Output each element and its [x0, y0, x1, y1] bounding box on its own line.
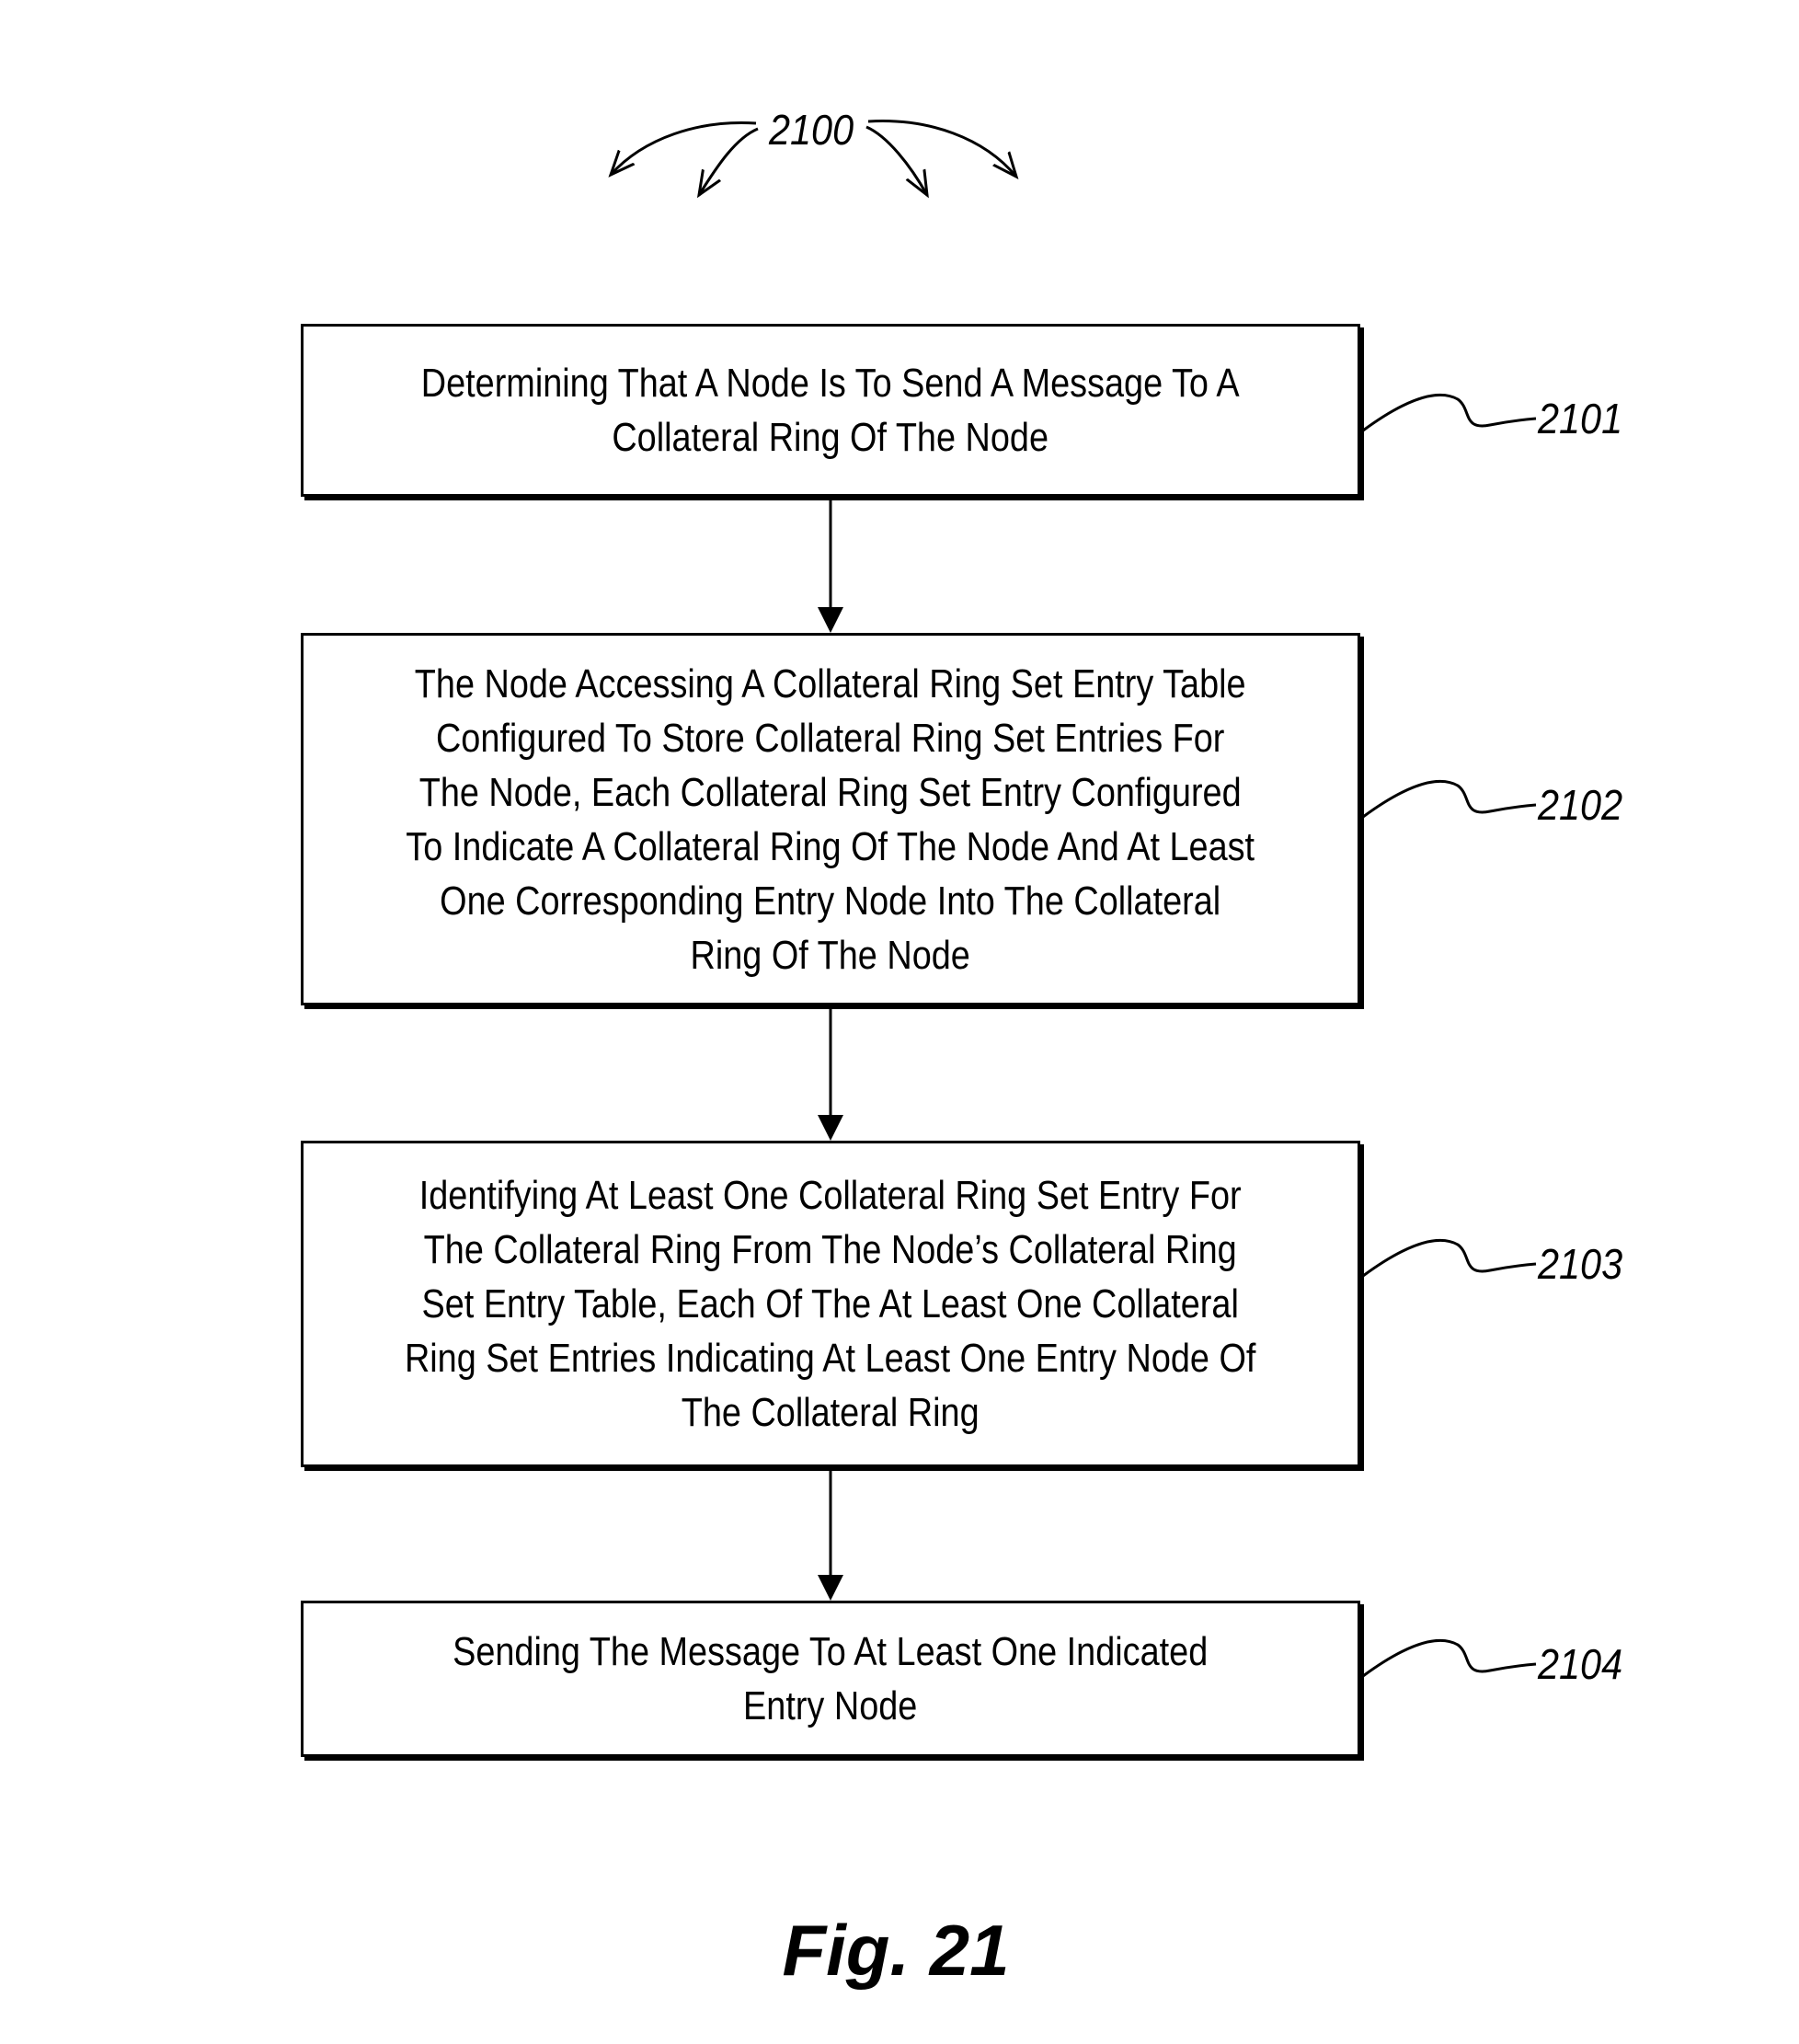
flow-arrow-1-2	[818, 497, 843, 633]
figure-reference-number: 2100	[769, 106, 854, 154]
leader-line-2103	[1362, 1239, 1537, 1278]
leader-line-2102	[1362, 780, 1537, 819]
curved-arrow-near-left	[699, 127, 759, 195]
step-reference-2102: 2102	[1538, 781, 1623, 829]
step-reference-2101: 2101	[1538, 395, 1623, 442]
step-box-2102: The Node Accessing A Collateral Ring Set…	[301, 633, 1360, 1005]
step-box-2101: Determining That A Node Is To Send A Mes…	[301, 324, 1360, 497]
step-reference-2104: 2104	[1538, 1640, 1623, 1688]
step-text: Sending The Message To At Least One Indi…	[453, 1629, 1209, 1728]
step-box-2104: Sending The Message To At Least One Indi…	[301, 1601, 1360, 1757]
flow-arrow-2-3	[818, 1005, 843, 1141]
figure-caption: Fig. 21	[782, 1910, 1010, 1991]
step-reference-2103: 2103	[1538, 1240, 1623, 1288]
flow-arrow-3-4	[818, 1467, 843, 1601]
step-text: Identifying At Least One Collateral Ring…	[405, 1173, 1256, 1435]
leader-line-2104	[1362, 1639, 1537, 1678]
step-text: Determining That A Node Is To Send A Mes…	[421, 361, 1240, 460]
curved-arrow-far-right	[867, 120, 1016, 177]
step-text: The Node Accessing A Collateral Ring Set…	[406, 660, 1255, 978]
leader-line-2101	[1362, 394, 1537, 432]
step-box-2103: Identifying At Least One Collateral Ring…	[301, 1141, 1360, 1467]
curved-arrow-far-left	[611, 121, 757, 175]
curved-arrow-near-right	[865, 125, 927, 195]
